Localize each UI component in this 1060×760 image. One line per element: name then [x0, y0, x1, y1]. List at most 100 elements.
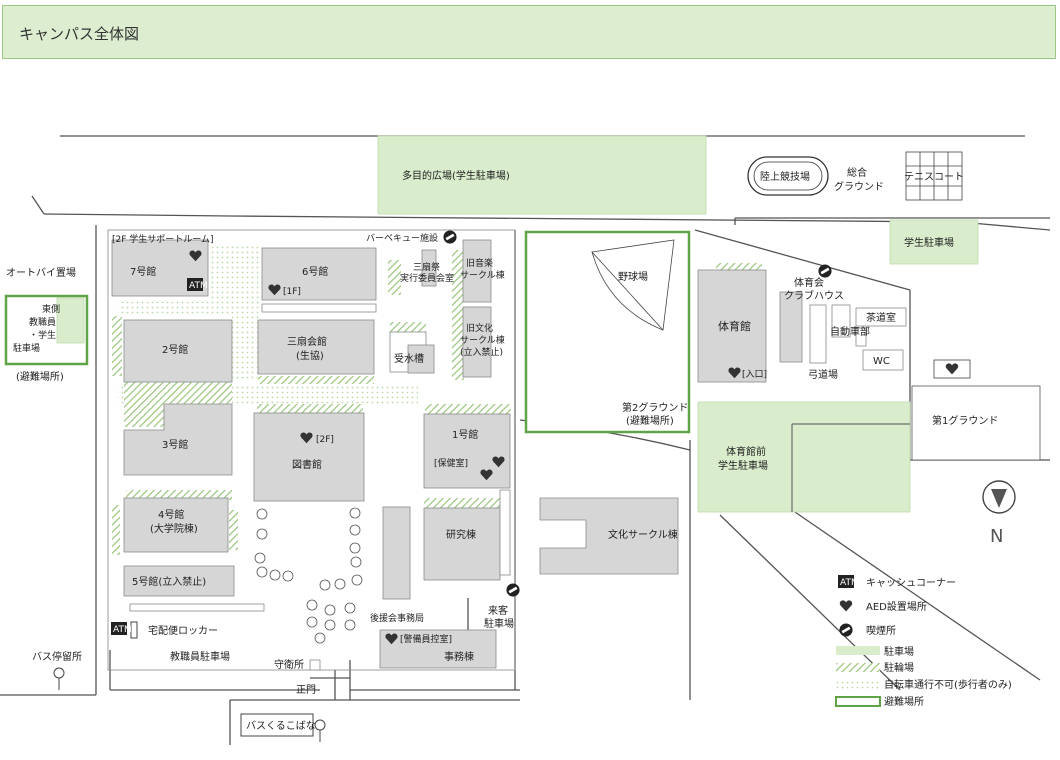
svg-text:駐車場: 駐車場: [484, 617, 514, 630]
sado: [855, 307, 907, 327]
building-1: [423, 413, 511, 489]
building-2: [123, 319, 233, 383]
svg-text:第1グラウンド: 第1グラウンド: [932, 414, 998, 427]
legend-evac-swatch: [835, 696, 881, 707]
svg-text:喫煙所: 喫煙所: [866, 625, 896, 637]
kenkyu: [423, 507, 501, 581]
svg-text:事務棟: 事務棟: [444, 650, 474, 663]
svg-text:ATM: ATM: [113, 625, 132, 635]
legend-parking-swatch: [836, 646, 880, 655]
baseball-field: [591, 239, 675, 331]
svg-text:受水槽: 受水槽: [394, 352, 424, 365]
svg-text:サークル棟: サークル棟: [460, 334, 505, 346]
daini-ground: [524, 230, 691, 434]
svg-text:野球場: 野球場: [618, 270, 648, 283]
clubhouse: [779, 291, 803, 363]
svg-text:自転車通行不可(歩行者のみ): 自転車通行不可(歩行者のみ): [884, 678, 1012, 691]
rikujo-track: [747, 156, 829, 196]
legend-bike-swatch: [836, 663, 880, 672]
svg-text:体育館前: 体育館前: [726, 445, 766, 458]
locker-mark: [130, 621, 138, 639]
svg-text:三扇会館: 三扇会館: [287, 335, 327, 348]
svg-text:キャッシュコーナー: キャッシュコーナー: [866, 577, 956, 589]
svg-text:駐輪場: 駐輪場: [884, 661, 914, 674]
daiichi-ground: [911, 385, 1041, 461]
svg-text:後援会事務局: 後援会事務局: [370, 612, 424, 624]
kyu-ongaku: [462, 239, 492, 303]
bunka-circle: [539, 497, 679, 575]
svg-text:WC: WC: [873, 356, 890, 367]
svg-text:[2F 学生サポートルーム]: [2F 学生サポートルーム]: [112, 233, 214, 245]
svg-text:駐車場: 駐車場: [884, 645, 914, 658]
svg-text:学生駐車場: 学生駐車場: [904, 236, 954, 249]
buildings: [111, 239, 907, 671]
svg-text:第2グラウンド: 第2グラウンド: [622, 401, 688, 414]
map-labels: 多目的広場(学生駐車場) 陸上競技場 総合 グラウンド テニスコート 学生駐車場…: [6, 166, 1003, 732]
legend-aed-icon: [839, 600, 853, 612]
trees: [254, 507, 363, 644]
svg-text:ATM: ATM: [840, 578, 859, 588]
wc: [862, 349, 904, 371]
east-parking: [56, 297, 85, 344]
svg-text:2号館: 2号館: [162, 343, 188, 356]
east-parking-evac: [4, 294, 89, 366]
svg-text:オートバイ置場: オートバイ置場: [6, 266, 76, 279]
svg-text:[1F]: [1F]: [283, 287, 301, 297]
svg-text:サークル棟: サークル棟: [460, 269, 505, 281]
svg-text:来客: 来客: [488, 604, 508, 617]
svg-text:実行委員会室: 実行委員会室: [400, 272, 454, 284]
svg-text:自動車部: 自動車部: [830, 325, 870, 338]
sansen-kaikan: [257, 319, 375, 375]
tamokuteki-hiroba: [377, 135, 707, 215]
header-bar: キャンパス全体図: [2, 5, 1056, 59]
svg-text:・学生: ・学生: [29, 329, 56, 341]
smoking-icon: [818, 264, 832, 278]
svg-text:学生駐車場: 学生駐車場: [718, 459, 768, 472]
svg-text:グラウンド: グラウンド: [834, 180, 884, 193]
svg-text:守衛所: 守衛所: [274, 658, 304, 671]
svg-text:教職員: 教職員: [29, 316, 56, 328]
svg-text:(避難場所): (避難場所): [626, 414, 674, 427]
atm-icon: [187, 278, 203, 291]
building-3: [123, 403, 233, 476]
svg-text:バーベキュー施設: バーベキュー施設: [366, 232, 438, 244]
svg-text:テニスコート: テニスコート: [904, 172, 964, 183]
svg-text:[2F]: [2F]: [316, 435, 334, 445]
kyu-bunka: [462, 306, 492, 378]
building-4: [123, 497, 229, 553]
taiikukan-mae-parking: [697, 401, 911, 513]
page-title: キャンパス全体図: [19, 25, 140, 43]
svg-text:体育館: 体育館: [718, 319, 751, 333]
koenkai: [382, 506, 411, 600]
aed-icon: [945, 363, 959, 375]
bus-stop-sign: [53, 667, 326, 742]
svg-text:体育会: 体育会: [794, 276, 824, 289]
svg-text:[入口]: [入口]: [742, 369, 767, 380]
toshokan: [253, 412, 365, 502]
smoking-icon: [443, 230, 457, 244]
legend-pedestrian-swatch: [836, 680, 880, 689]
svg-text:教職員駐車場: 教職員駐車場: [170, 650, 230, 663]
tennis-court: [905, 151, 963, 201]
svg-text:3号館: 3号館: [162, 438, 188, 451]
svg-text:バスくるこばな: バスくるこばな: [246, 720, 316, 732]
svg-text:旧文化: 旧文化: [466, 322, 493, 334]
building-6: [261, 247, 377, 301]
svg-text:研究棟: 研究棟: [446, 528, 476, 541]
svg-text:多目的広場(学生駐車場): 多目的広場(学生駐車場): [402, 169, 510, 182]
svg-text:(大学院棟): (大学院棟): [150, 522, 198, 535]
svg-text:図書館: 図書館: [292, 458, 322, 471]
parking-areas: [56, 135, 1041, 513]
taiikukan: [697, 269, 767, 383]
legend-smoking-icon: [839, 623, 853, 637]
building-5: [123, 565, 235, 597]
legend-atm-icon: [838, 575, 854, 588]
svg-text:1号館: 1号館: [452, 428, 478, 441]
smoking-icon: [506, 583, 520, 597]
svg-text:総合: 総合: [847, 166, 867, 179]
svg-text:4号館: 4号館: [158, 508, 184, 521]
svg-text:AED設置場所: AED設置場所: [866, 600, 927, 613]
svg-text:クラブハウス: クラブハウス: [784, 289, 844, 302]
jimu: [379, 629, 497, 669]
svg-text:正門: 正門: [296, 684, 316, 696]
